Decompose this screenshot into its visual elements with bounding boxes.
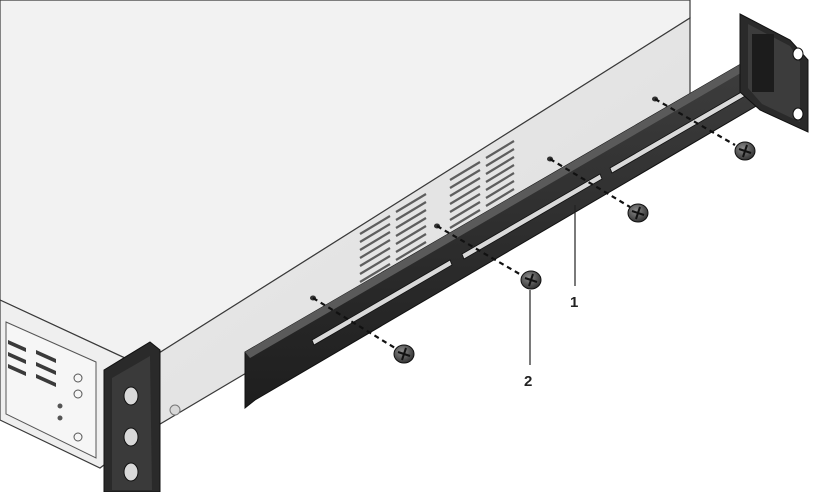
rail-slots (311, 89, 748, 346)
mounting-ear-rear (739, 13, 809, 133)
chassis-side-hole (169, 404, 181, 416)
screw-icon (734, 141, 756, 161)
alignment-lines (312, 98, 736, 349)
screws (393, 141, 756, 364)
callout-2: 2 (524, 290, 532, 390)
screw-icon (627, 203, 649, 223)
front-panel-ports (8, 340, 56, 387)
callout-1-label: 1 (570, 294, 578, 311)
rail-bracket (244, 13, 809, 410)
screw-icon (393, 344, 415, 364)
callout-2-label: 2 (524, 373, 532, 390)
front-panel-indicators (57, 373, 83, 442)
vent-grille (395, 193, 427, 261)
vent-grille (449, 161, 481, 229)
screw-icon (520, 270, 542, 290)
mounting-ear-front (103, 341, 161, 492)
vent-grille (485, 140, 515, 207)
vent-grille-group (359, 140, 515, 283)
callout-1: 1 (570, 205, 578, 311)
vent-grille (359, 215, 391, 283)
